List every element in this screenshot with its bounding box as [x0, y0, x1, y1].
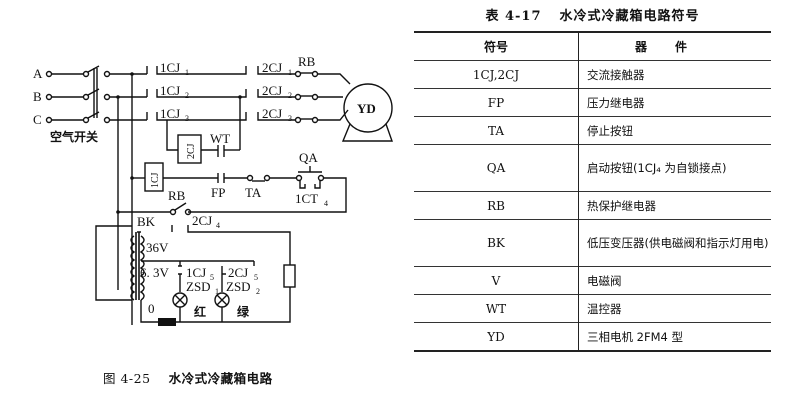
v63-label: 6. 3V	[140, 265, 170, 280]
phase-b-label: B	[33, 89, 42, 104]
wt-label: WT	[210, 131, 230, 146]
indicator-lamps: 1CJ 5 ZSD 1 红 2CJ 5 ZSD 2 绿	[172, 261, 260, 322]
qa-label: QA	[299, 150, 318, 165]
cj2-5-sub: 5	[254, 273, 258, 282]
thermal-relay-contacts: RB	[294, 54, 351, 124]
cj1-1-sub: 1	[185, 68, 189, 77]
cj1-5-label: 1CJ	[186, 265, 206, 280]
coil-1cj-branch: 1CJ FP TA QA 1CT 4	[130, 150, 347, 213]
red-lamp	[172, 292, 188, 308]
bk-label: BK	[137, 214, 156, 229]
ct4-sub: 4	[324, 199, 328, 208]
header-symbol: 符号	[414, 31, 579, 61]
cj2-3-label: 2CJ	[262, 106, 282, 121]
phase-a-label: A	[33, 66, 43, 81]
table-title-text: 水冷式冷藏箱电路符号	[559, 9, 700, 24]
coil-2cj-branch: 2CJ WT	[166, 120, 240, 164]
zsd1-sub: 1	[215, 287, 219, 296]
rb-control-contact: RB	[116, 188, 192, 216]
symbol-cell: YD	[414, 322, 579, 351]
motor-label: YD	[357, 101, 376, 116]
cj1-1-label: 1CJ	[160, 60, 180, 75]
symbol-cell: TA	[414, 116, 579, 145]
cj2-4-sub: 4	[216, 221, 220, 230]
table-title: 表 4-17 水冷式冷藏箱电路符号	[414, 5, 771, 24]
symbol-cell: WT	[414, 294, 579, 323]
rb-label: RB	[168, 188, 186, 203]
cj1-2-sub: 2	[185, 91, 189, 100]
zsd1-label: ZSD	[186, 279, 211, 294]
circuit-diagram: A B C 空气开关 1CJ 1 1CJ 2 1CJ 3	[33, 54, 393, 326]
cj1-5-sub: 5	[210, 273, 214, 282]
fp-label: FP	[211, 185, 225, 200]
rb-top-label: RB	[298, 54, 316, 69]
cj1-2-label: 1CJ	[160, 83, 180, 98]
figure-caption: 图 4-25 水冷式冷藏箱电路	[103, 368, 273, 387]
cj2-1-label: 2CJ	[262, 60, 282, 75]
device-cell: 启动按钮(1CJ₄ 为自锁接点)	[578, 144, 771, 192]
input-terminals: A B C	[33, 66, 83, 127]
device-cell: 热保护继电器	[578, 191, 771, 220]
device-cell: 电磁阀	[578, 266, 771, 295]
device-cell: 压力继电器	[578, 88, 771, 117]
cj1-3-label: 1CJ	[160, 106, 180, 121]
header-device: 器件	[578, 31, 771, 61]
transformer-bk: BK 2CJ 4 36V 6. 3V 0	[95, 213, 296, 326]
v36-label: 36V	[146, 240, 169, 255]
symbol-cell: BK	[414, 219, 579, 267]
air-switch-label: 空气开关	[50, 129, 98, 144]
cj1-3-sub: 3	[185, 114, 189, 123]
contactor-1cj-main: 1CJ 1 1CJ 2 1CJ 3	[156, 60, 247, 150]
device-cell: 温控器	[578, 294, 771, 323]
zsd2-sub: 2	[256, 287, 260, 296]
table-header-row: 符号 器件	[414, 31, 771, 61]
cj2-4-label: 2CJ	[192, 213, 212, 228]
air-switch: 空气开关	[50, 65, 111, 144]
symbol-cell: V	[414, 266, 579, 295]
device-cell: 交流接触器	[578, 60, 771, 89]
figure-number: 图 4-25	[103, 371, 151, 386]
device-cell: 低压变压器(供电磁阀和指示灯用电)	[578, 219, 771, 267]
table-number: 表 4-17	[485, 9, 542, 24]
ta-label: TA	[245, 185, 262, 200]
coil-2cj-label: 2CJ	[186, 143, 197, 159]
cj2-2-label: 2CJ	[262, 83, 282, 98]
symbol-cell: RB	[414, 191, 579, 220]
contactor-2cj-main: 2CJ 1 2CJ 2 2CJ 3	[257, 60, 295, 123]
symbol-cell: FP	[414, 88, 579, 117]
red-label: 红	[194, 304, 206, 319]
cj2-1-sub: 1	[288, 68, 292, 77]
cj2-5-label: 2CJ	[228, 265, 248, 280]
main-lines	[110, 66, 148, 325]
figure-title: 水冷式冷藏箱电路	[168, 371, 273, 386]
zero-label: 0	[148, 301, 155, 316]
device-cell: 停止按钮	[578, 116, 771, 145]
coil-1cj-label: 1CJ	[150, 172, 161, 188]
zsd2-label: ZSD	[226, 279, 251, 294]
cj2-2-sub: 2	[288, 91, 292, 100]
symbol-cell: 1CJ,2CJ	[414, 60, 579, 89]
green-label: 绿	[237, 304, 250, 319]
symbol-cell: QA	[414, 144, 579, 192]
green-lamp	[214, 292, 230, 308]
motor-yd: YD	[341, 83, 393, 142]
phase-c-label: C	[33, 112, 42, 127]
ct4-label: 1CT	[295, 191, 318, 206]
device-cell: 三相电机 2FM4 型	[578, 322, 771, 351]
cj2-3-sub: 3	[288, 114, 292, 123]
